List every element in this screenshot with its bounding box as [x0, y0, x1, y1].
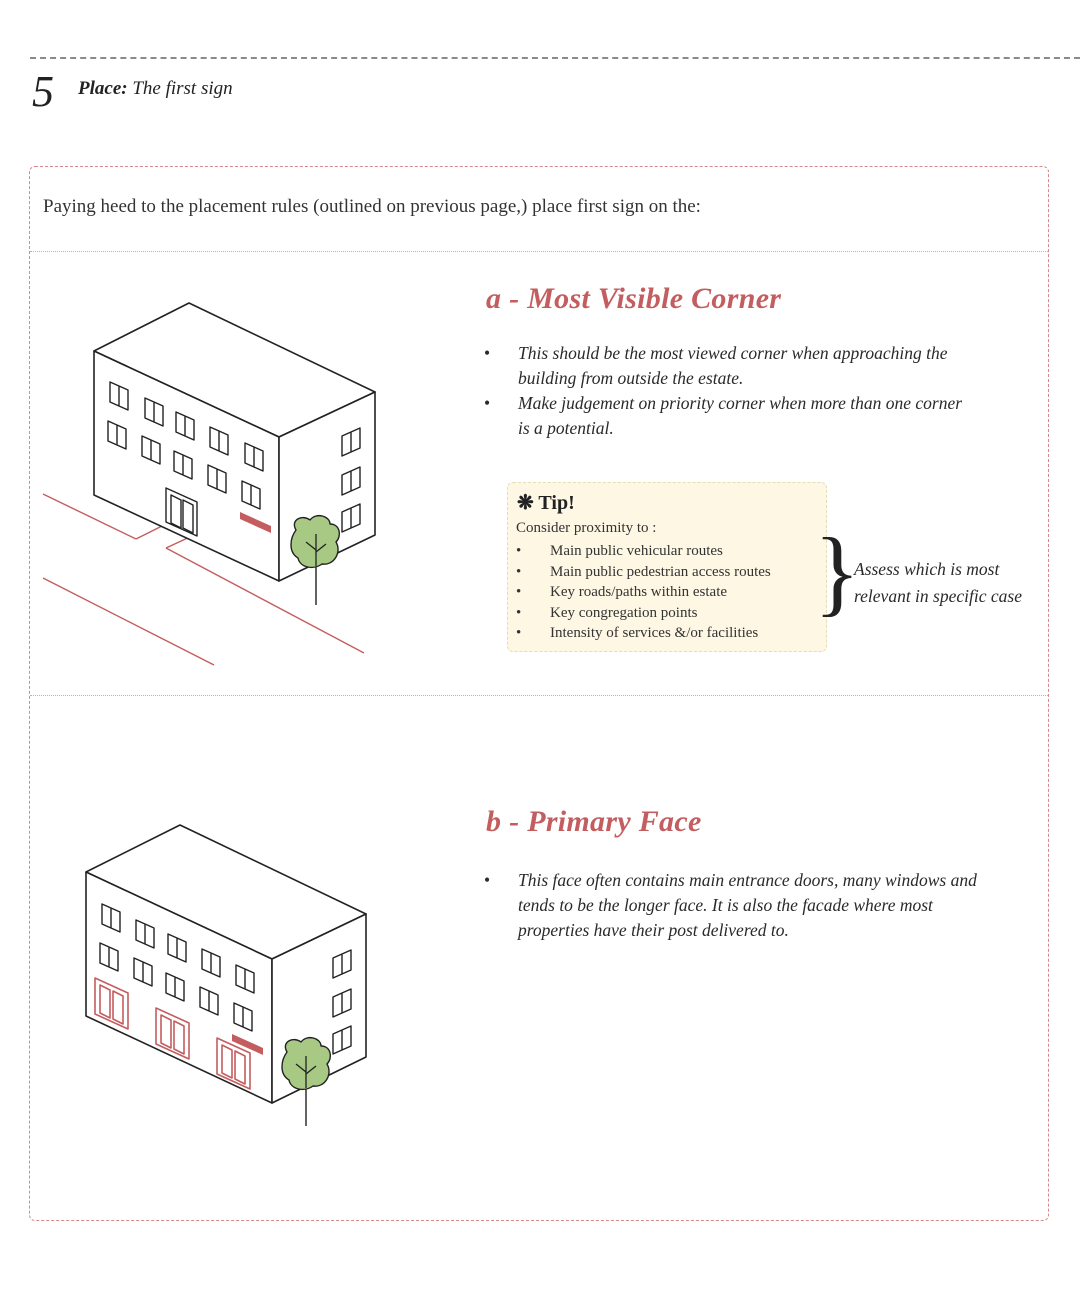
list-item: Key congregation points [514, 603, 771, 624]
tree-icon [281, 1036, 332, 1126]
front-windows [99, 903, 255, 1032]
tip-intro: Consider proximity to : [516, 520, 657, 536]
list-item: This should be the most viewed corner wh… [484, 341, 964, 391]
asterisk-icon: ❋ [517, 492, 534, 514]
tip-heading: ❋ Tip! [517, 490, 575, 515]
list-item: Intensity of services &/or facilities [514, 623, 771, 644]
front-windows [107, 381, 264, 510]
step-title-strong: Place: [78, 78, 128, 99]
side-windows [332, 949, 352, 1055]
tip-note: Assess which is most relevant in specifi… [854, 559, 1022, 606]
building-b-illustration [85, 824, 367, 1126]
section-divider [30, 695, 1048, 696]
tree-icon [290, 514, 341, 605]
content-card [29, 166, 1049, 1221]
list-item: Make judgement on priority corner when m… [484, 391, 964, 441]
section-a-bullets: This should be the most viewed corner wh… [484, 341, 964, 441]
sign-marker [232, 1034, 263, 1055]
list-item: Main public vehicular routes [514, 541, 771, 562]
entrance-door [165, 487, 198, 537]
intro-text: Paying heed to the placement rules (outl… [43, 196, 701, 217]
list-item: Key roads/paths within estate [514, 582, 771, 603]
step-number: 5 [32, 67, 54, 116]
tip-list: Main public vehicular routes Main public… [514, 541, 771, 644]
step-title: Place: The first sign [78, 78, 233, 100]
sign-marker [240, 512, 271, 533]
ground-lines [42, 493, 365, 666]
section-b-bullets: This face often contains main entrance d… [484, 868, 984, 943]
tip-label: Tip! [538, 492, 575, 514]
curly-brace-icon: } [814, 518, 861, 625]
step-title-light: The first sign [132, 78, 233, 99]
list-item: This face often contains main entrance d… [484, 868, 984, 943]
highlighted-doors [94, 977, 251, 1090]
header-rule [30, 57, 1080, 59]
section-a-title: a - Most Visible Corner [486, 282, 782, 315]
side-windows [341, 427, 361, 533]
section-b-title: b - Primary Face [486, 805, 702, 838]
list-item: Main public pedestrian access routes [514, 562, 771, 583]
section-divider [30, 251, 1048, 252]
building-a-illustration [42, 302, 376, 666]
